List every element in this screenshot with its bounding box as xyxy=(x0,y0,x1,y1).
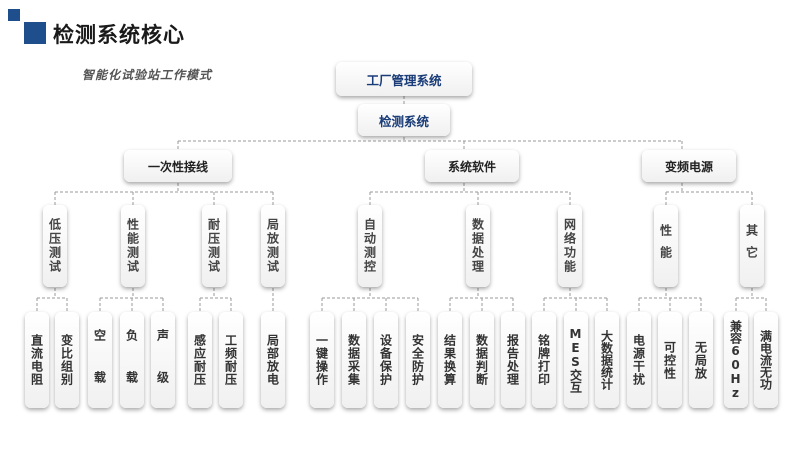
leaf-node-mes-interaction: MES交互 xyxy=(564,312,588,408)
root-node: 工厂管理系统 xyxy=(336,62,472,96)
category-node-power: 变频电源 xyxy=(642,150,736,182)
group-node-withstand: 耐压测试 xyxy=(202,205,226,287)
leaf-node-equipment-protection: 设备保护 xyxy=(374,312,398,408)
page-subtitle: 智能化试验站工作模式 xyxy=(82,68,213,82)
leaf-node-no-load: 空 载 xyxy=(88,312,112,408)
group-node-data-processing: 数据处理 xyxy=(466,205,490,287)
leaf-node-induced-withstand: 感应耐压 xyxy=(188,312,212,408)
category-node-wiring: 一次性接线 xyxy=(124,150,232,182)
leaf-node-full-current-reactive: 满电流无功 xyxy=(754,312,778,408)
leaf-node-dc-resistance: 直流电阻 xyxy=(25,312,49,408)
leaf-node-partial-discharge: 局部放电 xyxy=(261,312,285,408)
title-accent-square xyxy=(24,22,46,44)
page-title: 检测系统核心 xyxy=(53,23,185,47)
title-accent-square-small xyxy=(8,9,20,21)
leaf-node-data-judgment: 数据判断 xyxy=(470,312,494,408)
leaf-node-power-interference: 电源干扰 xyxy=(627,312,651,408)
leaf-node-power-frequency-withstand: 工频耐压 xyxy=(219,312,243,408)
leaf-node-nameplate-printing: 铭牌打印 xyxy=(532,312,556,408)
category-node-software: 系统软件 xyxy=(425,150,519,182)
leaf-node-safety-protection: 安全防护 xyxy=(406,312,430,408)
group-node-auto-control: 自动测控 xyxy=(358,205,382,287)
group-node-other: 其它 xyxy=(740,205,764,287)
group-node-network: 网络功能 xyxy=(558,205,582,287)
leaf-node-controllability: 可控性 xyxy=(658,312,682,408)
leaf-node-sound-level: 声 级 xyxy=(151,312,175,408)
group-node-performance: 性能测试 xyxy=(121,205,145,287)
leaf-node-ratio-group: 变比组别 xyxy=(55,312,79,408)
group-node-low-voltage: 低压测试 xyxy=(43,205,67,287)
leaf-node-60hz-compatible: 兼容60Hz xyxy=(724,312,748,408)
leaf-node-big-data-statistics: 大数据统计 xyxy=(595,312,619,408)
leaf-node-one-key-operation: 一键操作 xyxy=(310,312,334,408)
leaf-node-no-partial-discharge: 无局放 xyxy=(689,312,713,408)
leaf-node-load: 负 载 xyxy=(120,312,144,408)
leaf-node-data-acquisition: 数据采集 xyxy=(342,312,366,408)
level1-node: 检测系统 xyxy=(358,104,450,136)
leaf-node-result-conversion: 结果换算 xyxy=(438,312,462,408)
group-node-power-performance: 性能 xyxy=(654,205,678,287)
leaf-node-report-processing: 报告处理 xyxy=(501,312,525,408)
group-node-partial-discharge: 局放测试 xyxy=(261,205,285,287)
